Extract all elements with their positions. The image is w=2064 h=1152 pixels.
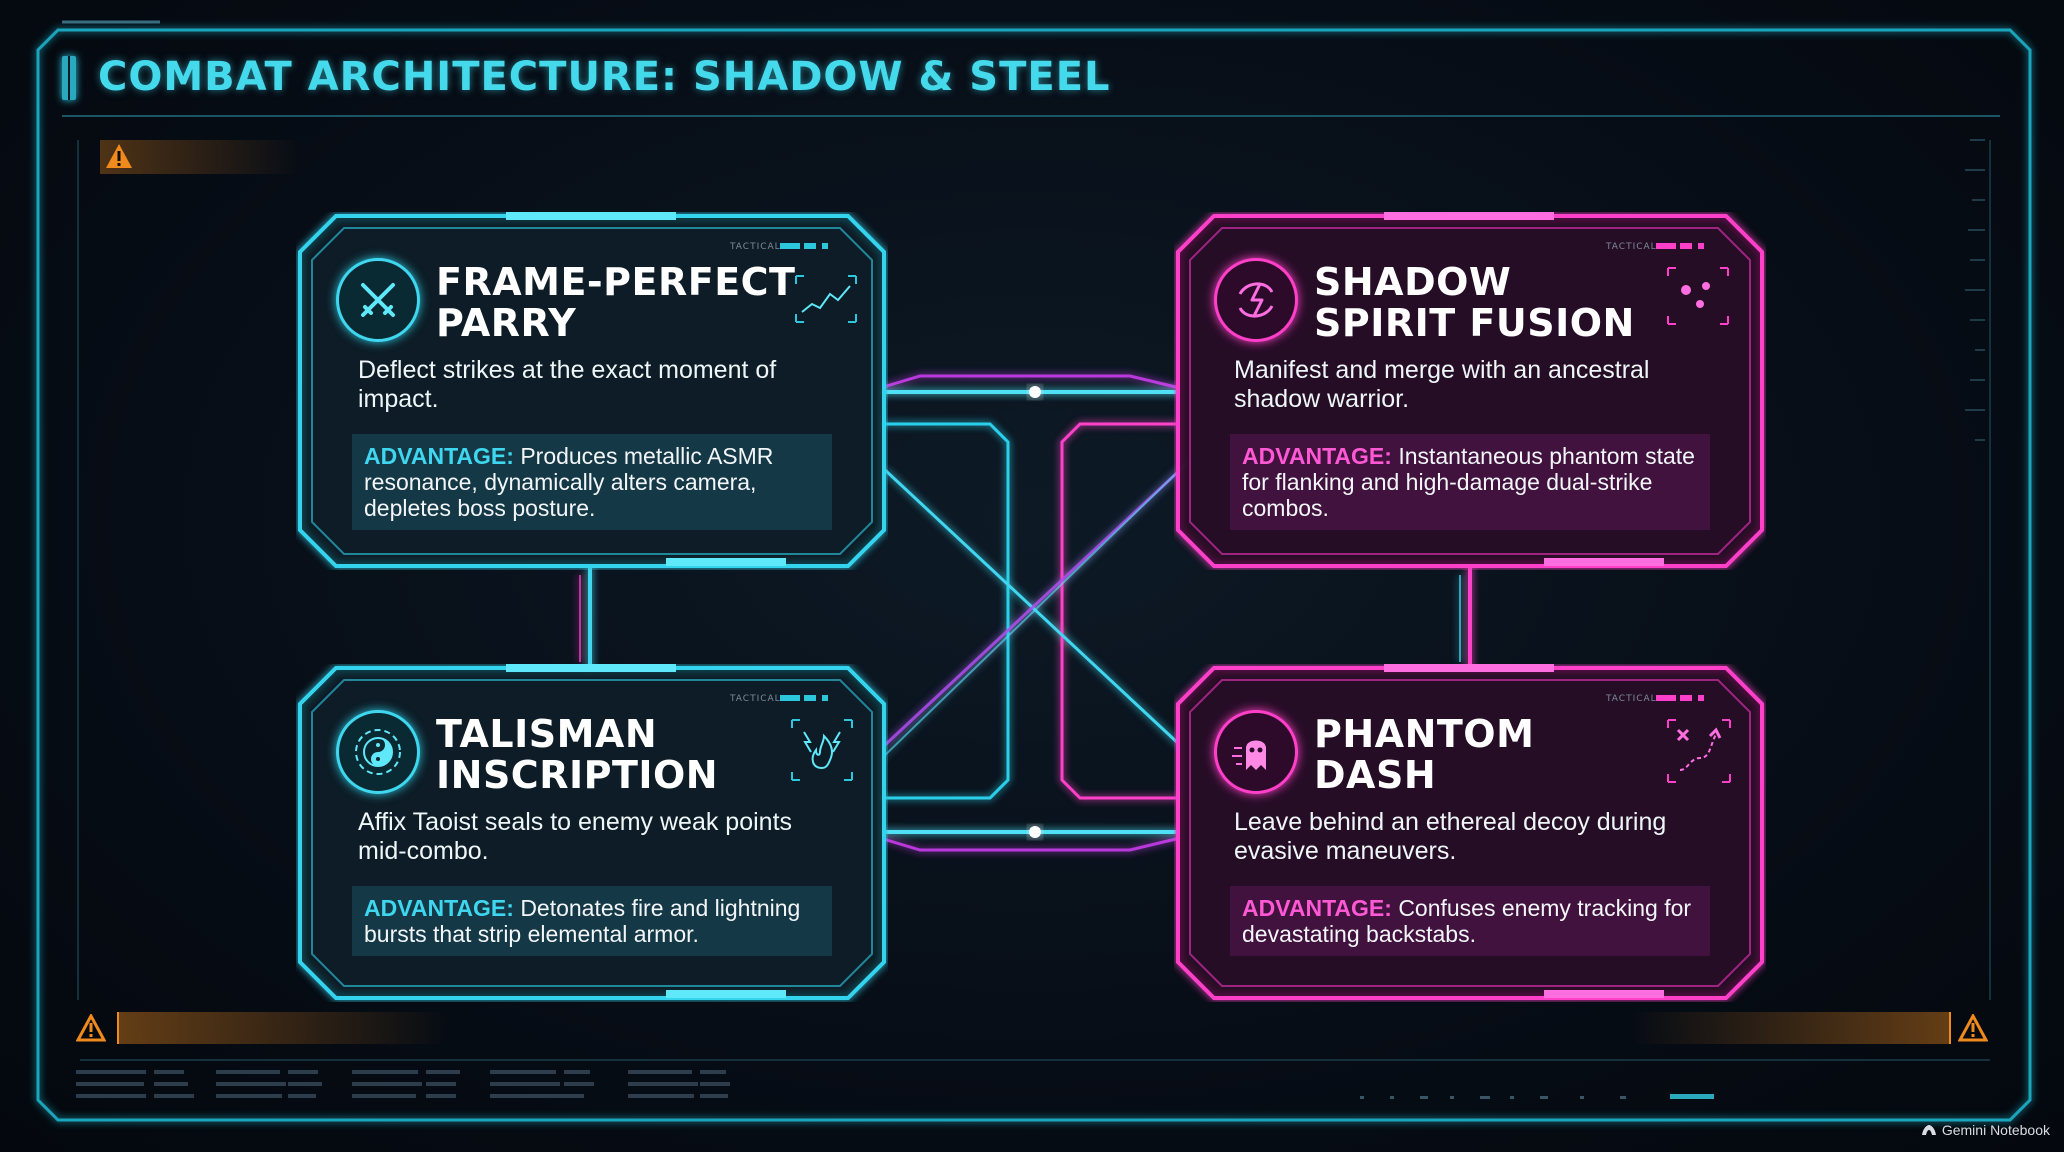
path-arrow-icon xyxy=(1667,719,1731,783)
advantage-label: ADVANTAGE: xyxy=(364,443,514,469)
warning-icon xyxy=(1958,1014,1988,1042)
tactical-tag: TACTICAL xyxy=(1606,694,1657,704)
signal-bars-icon xyxy=(780,695,828,701)
card-description: Leave behind an ethereal decoy during ev… xyxy=(1234,808,1667,865)
advantage-box: ADVANTAGE: Detonates fire and lightning … xyxy=(352,886,832,956)
signal-bars-icon xyxy=(1656,243,1704,249)
credit-text: Gemini Notebook xyxy=(1941,1122,2050,1138)
watermark-credit: Gemini Notebook xyxy=(1921,1122,2050,1138)
advantage-label: ADVANTAGE: xyxy=(1242,895,1392,921)
advantage-text: Detonates fire and lightning bursts that… xyxy=(364,895,801,947)
signal-bars-icon xyxy=(1656,695,1704,701)
rising-chart-icon xyxy=(795,275,857,323)
fire-lightning-icon xyxy=(791,719,853,781)
page-title: COMBAT ARCHITECTURE: SHADOW & STEEL xyxy=(98,54,1111,100)
advantage-box: ADVANTAGE: Produces metallic ASMR resona… xyxy=(352,434,832,530)
advantage-label: ADVANTAGE: xyxy=(364,895,514,921)
warning-icon xyxy=(76,1014,106,1042)
dots-icon xyxy=(1667,267,1729,325)
advantage-text: Produces metallic ASMR resonance, dynami… xyxy=(364,443,774,521)
signal-bars-icon xyxy=(780,243,828,249)
ghost-icon xyxy=(1214,710,1298,794)
tactical-tag: TACTICAL xyxy=(730,694,781,704)
advantage-text: Instantaneous phantom state for flanking… xyxy=(1242,443,1695,521)
card-description: Deflect strikes at the exact moment of i… xyxy=(358,356,777,413)
title-accent-bar xyxy=(62,56,76,100)
yin-yang-icon xyxy=(336,710,420,794)
data-readout-decoration xyxy=(76,1070,730,1098)
gemini-logo-icon xyxy=(1921,1125,1936,1135)
card-description: Manifest and merge with an ancestral sha… xyxy=(1234,356,1650,413)
advantage-text: Confuses enemy tracking for devastating … xyxy=(1242,895,1692,947)
advantage-box: ADVANTAGE: Instantaneous phantom state f… xyxy=(1230,434,1710,530)
card-description: Affix Taoist seals to enemy weak points … xyxy=(358,808,793,865)
tactical-tag: TACTICAL xyxy=(1606,242,1657,252)
crossed-swords-icon xyxy=(336,258,420,342)
warning-icon xyxy=(106,144,132,168)
advantage-label: ADVANTAGE: xyxy=(1242,443,1392,469)
advantage-box: ADVANTAGE: Confuses enemy tracking for d… xyxy=(1230,886,1710,956)
tactical-tag: TACTICAL xyxy=(730,242,781,252)
spirit-swirl-icon xyxy=(1214,258,1298,342)
